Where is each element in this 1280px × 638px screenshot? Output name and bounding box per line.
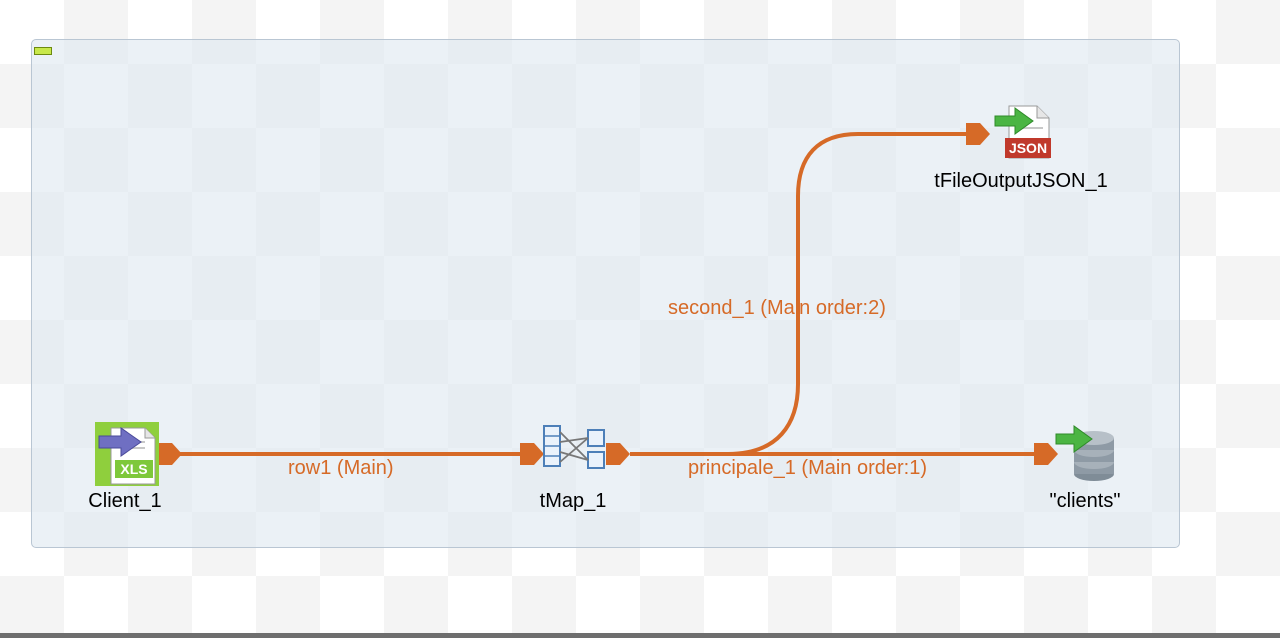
component-client[interactable]: XLS	[95, 422, 159, 486]
connection-start-marker	[606, 443, 630, 465]
connection-second[interactable]	[727, 123, 990, 456]
bottom-divider	[0, 633, 1280, 638]
json-badge: JSON	[1008, 140, 1048, 156]
json-output-icon	[994, 105, 1051, 159]
connection-row1[interactable]	[158, 443, 544, 465]
connection-label-second[interactable]: second_1 (Main order:2)	[668, 297, 886, 319]
connection-arrowhead	[520, 443, 544, 465]
connection-start-marker	[158, 443, 182, 465]
connection-arrowhead	[1034, 443, 1058, 465]
connection-principale[interactable]	[606, 443, 1058, 465]
tmap-icon	[543, 425, 605, 469]
database-output-icon	[1055, 425, 1114, 481]
xls-badge: XLS	[120, 461, 148, 477]
component-json[interactable]: JSON	[993, 104, 1053, 160]
component-db[interactable]	[1054, 424, 1118, 484]
component-label-json[interactable]: tFileOutputJSON_1	[934, 170, 1108, 192]
xls-input-icon	[95, 422, 159, 486]
connection-arrowhead	[966, 123, 990, 145]
component-label-tmap[interactable]: tMap_1	[539, 490, 607, 512]
connection-label-row1[interactable]: row1 (Main)	[288, 457, 394, 479]
connection-label-principale[interactable]: principale_1 (Main order:1)	[688, 457, 928, 479]
subjob-frame[interactable]	[31, 39, 1180, 548]
component-tmap[interactable]	[541, 424, 607, 470]
subjob-collapse-toggle[interactable]	[34, 47, 52, 55]
component-label-client[interactable]: Client_1	[88, 490, 162, 512]
component-label-db[interactable]: "clients"	[1049, 490, 1121, 512]
